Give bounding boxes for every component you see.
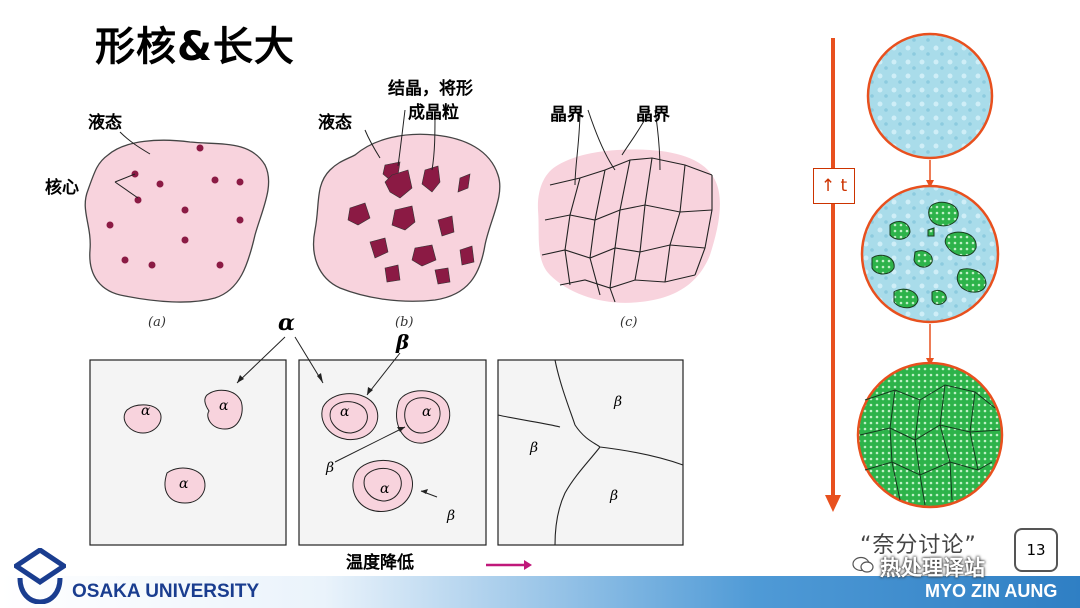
alpha-1: α [141,403,151,419]
beta-3: β [614,394,623,410]
beta-5: β [610,488,619,504]
page-number: 13 [1014,528,1058,572]
time-label-box: ↑ t [813,168,855,204]
alpha-4: α [340,404,350,420]
beta-4: β [530,440,539,456]
phase-transformation-diagram [89,336,684,546]
alpha-6: α [380,481,390,497]
label-nuclei: 核心 [45,178,79,198]
label-grain-boundary-2: 晶界 [636,105,670,125]
label-crystallize-2: 成晶粒 [408,103,459,123]
alpha-3: α [179,476,189,492]
caption-a: (a) [148,315,166,330]
wechat-icon [852,556,874,574]
label-grain-boundary-1: 晶界 [550,105,584,125]
watermark-site: 热处理译站 [880,556,985,580]
solidification-stages-diagram [84,109,720,303]
temperature-decrease-label: 温度降低 [346,553,414,573]
nuclei-dots [106,144,244,269]
time-evolution-panel [825,32,1004,512]
grain-clusters [347,161,475,285]
footer-bar [0,576,1080,608]
footer-organization: OSAKA UNIVERSITY [72,581,260,602]
label-liquid-b: 液态 [318,113,352,133]
label-crystallize: 结晶，将形 [388,79,473,99]
grain-region-c [537,149,720,303]
slide-title: 形核&长大 [95,24,295,70]
temperature-arrow-icon [486,560,532,570]
grain-boundaries [541,157,713,303]
beta-1: β [326,460,335,476]
label-alpha-top: α [278,310,295,336]
label-liquid-a: 液态 [88,113,122,133]
caption-b: (b) [395,315,414,330]
osaka-university-logo [11,546,69,605]
alpha-2: α [219,398,229,414]
caption-c: (c) [620,315,638,330]
liquid-blob-a [84,139,270,303]
label-beta-top: β [396,330,410,354]
watermark-quote: “奈分讨论” [860,533,977,558]
footer-author: MYO ZIN AUNG [925,581,1058,601]
alpha-5: α [422,404,432,420]
beta-2: β [447,508,456,524]
